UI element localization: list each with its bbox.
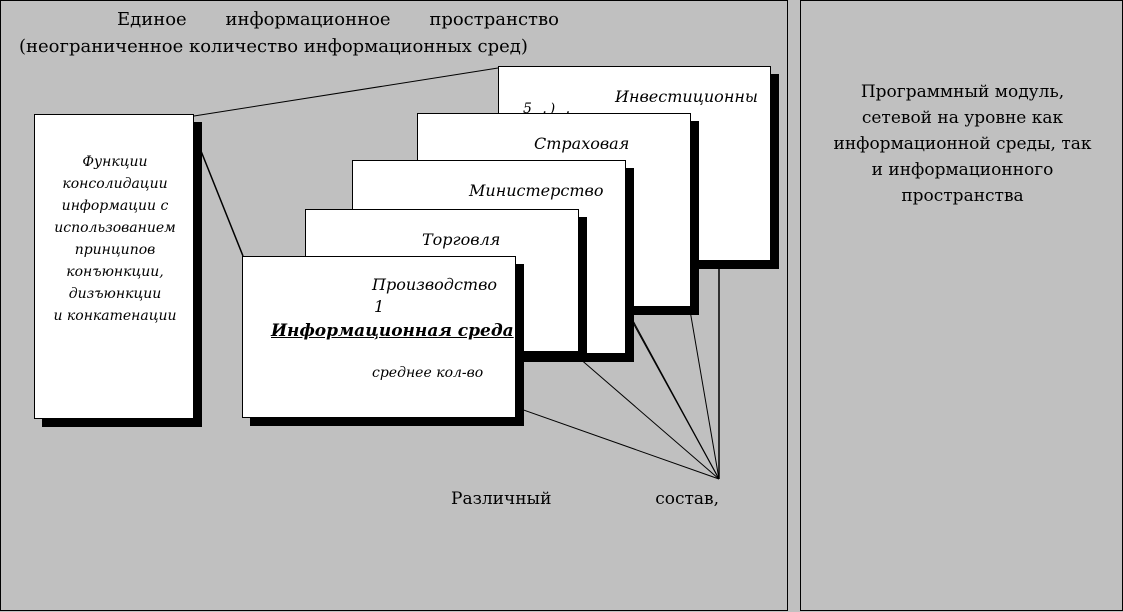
connector-env-2 <box>570 350 720 480</box>
env-title-production: Информационная среда <box>271 321 514 341</box>
env-label-ministry: Министерство <box>469 181 604 200</box>
bottom-caption: Различный состав, <box>451 489 719 509</box>
title-word-3: пространство <box>429 9 559 30</box>
caption-word-2: состав, <box>655 489 719 509</box>
env-number-production: 1 <box>374 297 385 316</box>
title-line-2: (неограниченное количество информационны… <box>19 36 528 57</box>
env-box-production: Производство 1 Информационная среда сред… <box>242 256 516 418</box>
connector-func-to-env <box>200 150 244 257</box>
title-word-1: Единое <box>117 9 187 30</box>
functions-box: Функции консолидации информации с исполь… <box>34 114 194 419</box>
connector-env-3 <box>620 300 720 480</box>
title-line-1: Единое информационное пространство <box>117 10 559 30</box>
env-label-trade: Торговля <box>422 230 501 249</box>
env-note-production: среднее кол-во <box>372 365 484 381</box>
right-panel: Программный модуль, сетевой на уровне ка… <box>800 0 1123 611</box>
caption-word-1: Различный <box>451 489 552 509</box>
connector-env-1 <box>497 400 720 480</box>
connector-func-to-space <box>193 67 499 117</box>
env-label-insurance: Страховая <box>534 134 630 153</box>
env-label-production: Производство <box>372 275 498 294</box>
functions-text: Функции консолидации информации с исполь… <box>53 154 177 324</box>
software-module-text: Программный модуль, сетевой на уровне ка… <box>833 82 1092 206</box>
left-panel: Единое информационное пространство (неог… <box>0 0 788 611</box>
title-word-2: информационное <box>225 9 391 30</box>
env-label-investment: Инвестиционны <box>615 87 758 106</box>
